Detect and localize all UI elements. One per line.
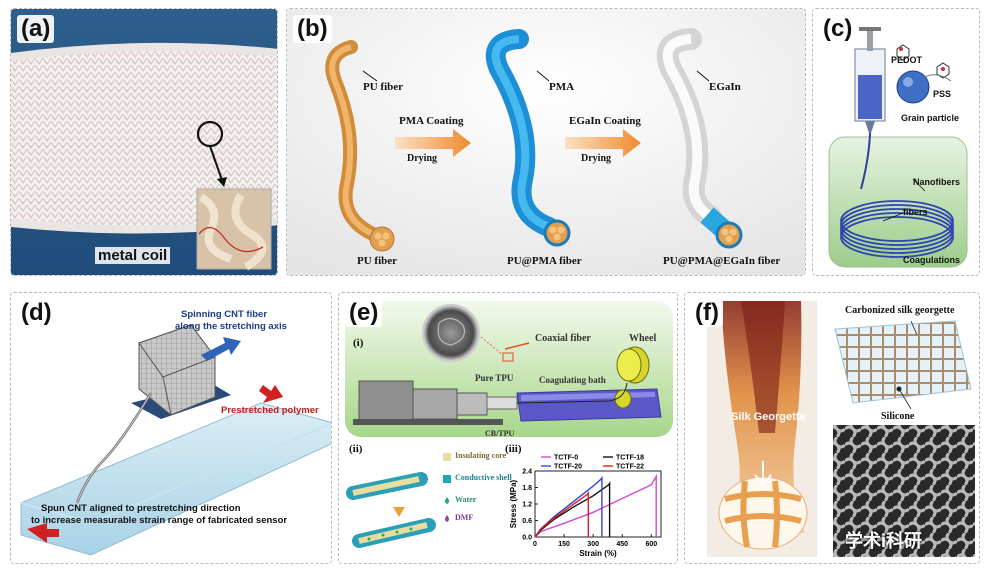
- panel-f: (f) Silk Georgette Carbonized silk georg…: [684, 292, 980, 564]
- carbonized-label: Carbonized silk georgette: [845, 305, 955, 316]
- spinning-label-line1: Spinning CNT fiber: [181, 309, 268, 320]
- wet-spinning-illustration: [828, 27, 968, 268]
- legend-label-tctf-0: TCTF-0: [554, 455, 578, 462]
- legend-water: Water: [455, 495, 477, 504]
- y-tick-label-3: 1.8: [522, 485, 532, 492]
- legend-insulating-core: Insulating core: [455, 451, 507, 460]
- pointer-pma: PMA: [549, 81, 575, 93]
- step2-label: EGaIn Coating: [569, 115, 641, 127]
- x-tick-label-0: 0: [533, 541, 537, 548]
- spinning-label-line2: along the stretching axis: [175, 321, 287, 332]
- series-line-tctf-0: [534, 473, 657, 538]
- silicone-label: Silicone: [881, 411, 915, 422]
- y-tick-label-1: 0.6: [522, 518, 532, 525]
- step2-sub-label: Drying: [581, 153, 611, 164]
- subpanel-iii-label: (iii): [505, 443, 522, 455]
- knit-fabric-illustration: [11, 9, 277, 275]
- pointer-pu-fiber: PU fiber: [363, 81, 404, 93]
- coagulations-label: Coagulations: [903, 255, 961, 265]
- name-pu-pma-egain-fiber: PU@PMA@EGaIn fiber: [663, 255, 781, 267]
- metal-coil-caption: metal coil: [95, 247, 171, 264]
- wheel-label: Wheel: [629, 333, 657, 344]
- panel-d: (d) Spinning CNT fiber along the stretch…: [10, 292, 332, 564]
- pss-label: PSS: [933, 89, 952, 99]
- coagulating-bath-label: Coagulating bath: [539, 375, 606, 385]
- silk-georgette-label: Silk Georgette: [731, 411, 806, 423]
- legend-label-tctf-18: TCTF-18: [616, 455, 644, 462]
- pure-tpu-label: Pure TPU: [475, 373, 514, 383]
- x-axis-label: Strain (%): [579, 549, 617, 558]
- name-pu-pma-fiber: PU@PMA fiber: [507, 255, 582, 267]
- step1-label: PMA Coating: [399, 115, 464, 127]
- pointer-egain: EGaIn: [709, 81, 741, 93]
- fiber-coating-illustration: [287, 9, 805, 275]
- panel-label: (e): [345, 299, 383, 327]
- coaxial-fiber-label: Coaxial fiber: [535, 333, 591, 344]
- panel-c: (c) PEDOT PSS Grain particle Nanofibers …: [812, 8, 980, 276]
- panel-label: (f): [691, 299, 723, 327]
- panel-b: (b) PU fiber PMA EGaIn PMA Coating Dryin…: [286, 8, 806, 276]
- watermark: 学术i科研: [845, 531, 923, 551]
- panel-label: (d): [17, 299, 56, 327]
- y-tick-label-2: 1.2: [522, 502, 532, 509]
- x-tick-label-3: 450: [616, 541, 628, 548]
- x-tick-label-1: 150: [558, 541, 570, 548]
- panel-label: (c): [819, 15, 857, 43]
- fibers-label: fibers: [903, 207, 928, 217]
- silk-georgette-illustration: [707, 301, 975, 557]
- legend-dmf: DMF: [455, 513, 474, 522]
- panel-label: (b): [293, 15, 332, 43]
- subpanel-i-label: (i): [353, 337, 364, 349]
- cb-tpu-label: CB/TPU: [485, 429, 515, 438]
- y-tick-label-0: 0.0: [522, 535, 532, 542]
- pedot-label: PEDOT: [891, 55, 923, 65]
- cnt-spinning-illustration: [20, 324, 331, 556]
- panel-a: (a) metal coil: [10, 8, 278, 276]
- step1-sub-label: Drying: [407, 153, 437, 164]
- x-tick-label-4: 600: [645, 541, 657, 548]
- legend-label-tctf-22: TCTF-22: [616, 464, 644, 471]
- subpanel-ii-label: (ii): [349, 443, 363, 455]
- legend-label-tctf-20: TCTF-20: [554, 464, 582, 471]
- prestretched-label: Prestretched polymer: [221, 405, 319, 416]
- y-axis-label: Stress (MPa): [509, 479, 518, 528]
- series-line-tctf-18: [534, 481, 611, 538]
- legend-conductive-shell: Conductive shell: [455, 473, 512, 482]
- nanofibers-label: Nanofibers: [913, 177, 961, 187]
- series-line-tctf-22: [534, 490, 590, 538]
- y-tick-label-4: 2.4: [522, 469, 532, 476]
- x-tick-label-2: 300: [587, 541, 599, 548]
- spun-cnt-label-line2: to increase measurable strain range of f…: [31, 515, 288, 526]
- name-pu-fiber: PU fiber: [357, 255, 398, 267]
- grain-particle-label: Grain particle: [901, 113, 960, 123]
- coaxial-spinning-illustration: [345, 301, 673, 548]
- spun-cnt-label-line1: Spun CNT aligned to prestretching direct…: [41, 503, 241, 514]
- panel-label: (a): [17, 15, 55, 43]
